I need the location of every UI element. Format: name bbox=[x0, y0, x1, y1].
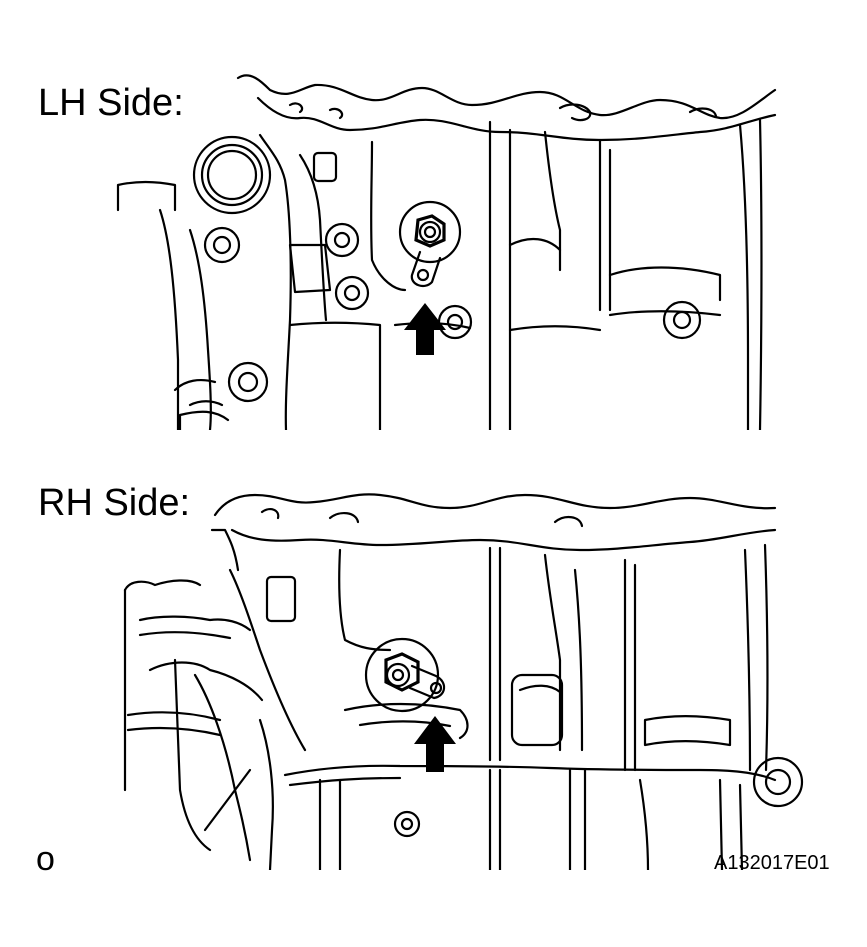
lh-side-diagram bbox=[116, 74, 777, 430]
rh-engine-block-outline bbox=[123, 493, 804, 870]
lh-engine-block-outline bbox=[116, 74, 777, 430]
arrow-up-icon bbox=[414, 716, 456, 772]
figure-id: A132017E01 bbox=[714, 852, 830, 874]
lh-side-label: LH Side: bbox=[38, 82, 184, 124]
bolt-icon bbox=[398, 200, 462, 288]
arrow-up-icon bbox=[404, 303, 446, 355]
rh-side-label: RH Side: bbox=[38, 482, 191, 524]
rh-side-diagram bbox=[123, 493, 804, 870]
corner-mark: o bbox=[36, 840, 55, 878]
bolt-icon bbox=[364, 637, 446, 713]
